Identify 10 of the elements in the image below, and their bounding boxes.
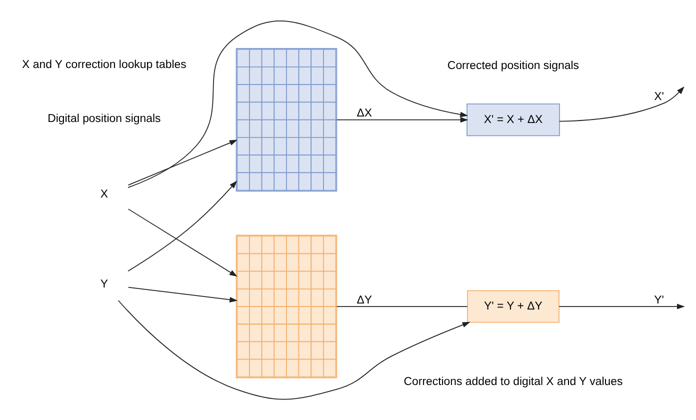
- label: Corrections added to digital X and Y values: [404, 376, 623, 388]
- label: X and Y correction lookup tables: [22, 59, 186, 72]
- edge-label: X': [654, 90, 664, 103]
- label: Corrected position signals: [447, 60, 580, 72]
- node-text: X: [100, 188, 108, 201]
- node-text: Y: [100, 278, 108, 290]
- edge-label: ΔY: [356, 294, 372, 306]
- edge-label: ΔX: [356, 108, 372, 120]
- label: Digital position signals: [48, 112, 161, 125]
- edge-label: Y': [654, 294, 664, 306]
